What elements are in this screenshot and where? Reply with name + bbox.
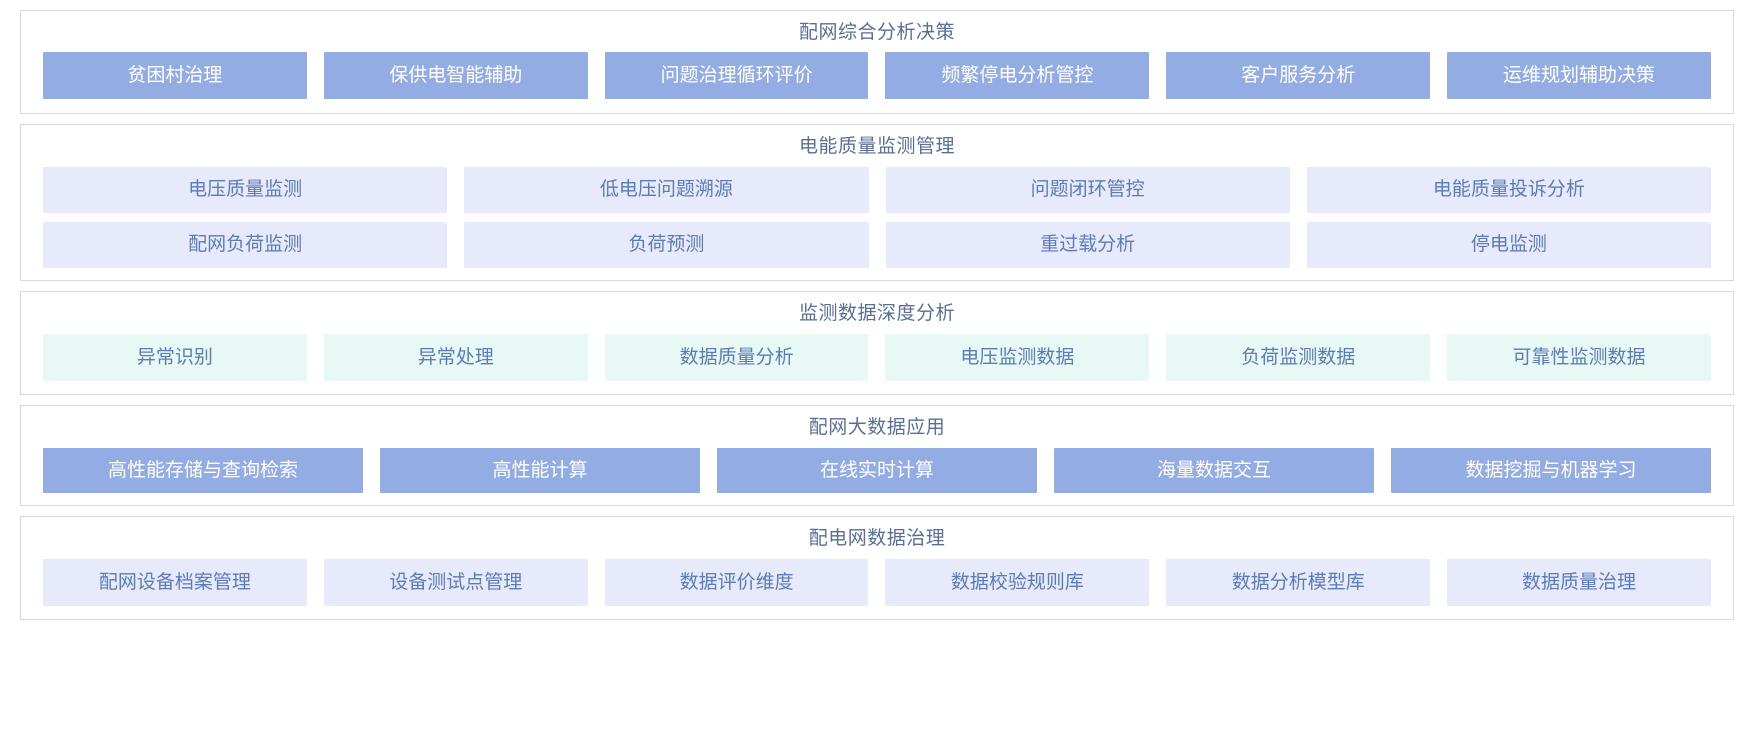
- tile-row: 配网设备档案管理 设备测试点管理 数据评价维度 数据校验规则库 数据分析模型库 …: [43, 559, 1711, 606]
- tile-anomaly-identification[interactable]: 异常识别: [43, 334, 307, 381]
- tile-reliability-monitoring-data[interactable]: 可靠性监测数据: [1447, 334, 1711, 381]
- tile-frequent-outage-analysis-control[interactable]: 频繁停电分析管控: [885, 52, 1150, 99]
- section-title: 配电网数据治理: [808, 528, 946, 549]
- tile-poverty-village-governance[interactable]: 贫困村治理: [43, 52, 307, 99]
- tile-voltage-monitoring-data[interactable]: 电压监测数据: [885, 334, 1150, 381]
- section-distribution-big-data-application: 配网大数据应用 高性能存储与查询检索 高性能计算 在线实时计算 海量数据交互 数…: [20, 405, 1734, 506]
- tile-data-quality-governance[interactable]: 数据质量治理: [1447, 559, 1711, 606]
- tile-high-performance-storage-query-retrieval[interactable]: 高性能存储与查询检索: [43, 448, 363, 493]
- section-monitoring-data-deep-analysis: 监测数据深度分析 异常识别 异常处理 数据质量分析 电压监测数据 负荷监测数据 …: [20, 291, 1734, 395]
- tile-load-forecasting[interactable]: 负荷预测: [464, 222, 869, 268]
- section-distribution-network-data-governance: 配电网数据治理 配网设备档案管理 设备测试点管理 数据评价维度 数据校验规则库 …: [20, 516, 1734, 620]
- tile-ops-planning-assist-decision[interactable]: 运维规划辅助决策: [1447, 52, 1711, 99]
- tile-high-performance-computing[interactable]: 高性能计算: [380, 448, 700, 493]
- tile-voltage-quality-monitoring[interactable]: 电压质量监测: [43, 167, 448, 213]
- tile-problem-governance-cycle-evaluation[interactable]: 问题治理循环评价: [604, 52, 869, 99]
- tile-power-quality-complaint-analysis[interactable]: 电能质量投诉分析: [1306, 167, 1711, 213]
- tile-problem-closed-loop-control[interactable]: 问题闭环管控: [885, 167, 1290, 213]
- tile-distribution-load-monitoring[interactable]: 配网负荷监测: [43, 222, 448, 268]
- tile-load-monitoring-data[interactable]: 负荷监测数据: [1166, 334, 1431, 381]
- tile-data-validation-rule-library[interactable]: 数据校验规则库: [885, 559, 1150, 606]
- tile-outage-monitoring[interactable]: 停电监测: [1306, 222, 1711, 268]
- tile-row: 贫困村治理 保供电智能辅助 问题治理循环评价 频繁停电分析管控 客户服务分析 运…: [43, 52, 1711, 99]
- tile-power-supply-intelligent-assist[interactable]: 保供电智能辅助: [323, 52, 588, 99]
- tile-row: 配网负荷监测 负荷预测 重过载分析 停电监测: [43, 222, 1711, 268]
- section-title: 电能质量监测管理: [798, 136, 955, 157]
- tile-anomaly-handling[interactable]: 异常处理: [323, 334, 588, 381]
- tile-data-mining-machine-learning[interactable]: 数据挖掘与机器学习: [1391, 448, 1711, 493]
- section-comprehensive-analysis-decision: 配网综合分析决策 贫困村治理 保供电智能辅助 问题治理循环评价 频繁停电分析管控…: [20, 10, 1734, 114]
- tile-data-analysis-model-library[interactable]: 数据分析模型库: [1166, 559, 1431, 606]
- tile-row: 异常识别 异常处理 数据质量分析 电压监测数据 负荷监测数据 可靠性监测数据: [43, 334, 1711, 381]
- section-title: 配网综合分析决策: [798, 22, 955, 43]
- section-title: 配网大数据应用: [808, 417, 946, 438]
- section-title: 监测数据深度分析: [798, 303, 955, 324]
- tile-data-quality-analysis[interactable]: 数据质量分析: [604, 334, 869, 381]
- tile-data-evaluation-dimension[interactable]: 数据评价维度: [604, 559, 869, 606]
- tile-row: 电压质量监测 低电压问题溯源 问题闭环管控 电能质量投诉分析: [43, 167, 1711, 213]
- tile-row: 高性能存储与查询检索 高性能计算 在线实时计算 海量数据交互 数据挖掘与机器学习: [43, 448, 1711, 493]
- tile-heavy-overload-analysis[interactable]: 重过载分析: [885, 222, 1290, 268]
- tile-equipment-test-point-management[interactable]: 设备测试点管理: [323, 559, 588, 606]
- tile-massive-data-interaction[interactable]: 海量数据交互: [1054, 448, 1374, 493]
- tile-distribution-equipment-archive-management[interactable]: 配网设备档案管理: [43, 559, 307, 606]
- tile-customer-service-analysis[interactable]: 客户服务分析: [1166, 52, 1431, 99]
- tile-online-realtime-computing[interactable]: 在线实时计算: [717, 448, 1037, 493]
- section-power-quality-monitoring-management: 电能质量监测管理 电压质量监测 低电压问题溯源 问题闭环管控 电能质量投诉分析 …: [20, 124, 1734, 281]
- tile-low-voltage-problem-tracing[interactable]: 低电压问题溯源: [464, 167, 869, 213]
